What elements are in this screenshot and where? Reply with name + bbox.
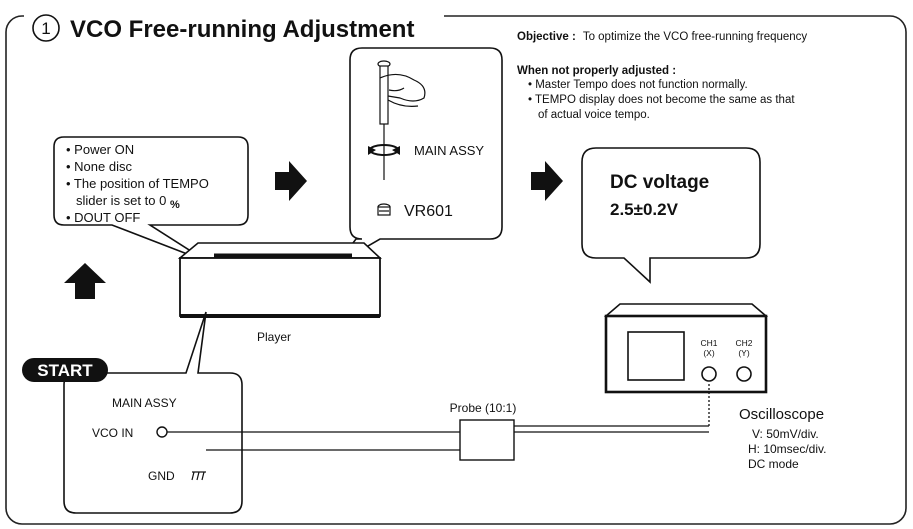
percent-sign: % — [170, 199, 180, 211]
adjust-control-label: VR601 — [404, 203, 453, 220]
condition-item: • DOUT OFF — [66, 210, 140, 225]
main-assy-title: MAIN ASSY — [112, 396, 177, 410]
result-line-1: DC voltage — [610, 172, 709, 193]
condition-item: • Power ON — [66, 142, 134, 157]
oscilloscope-setting: DC mode — [748, 457, 799, 471]
right-arrow-icon — [275, 161, 307, 201]
step-number-circle — [32, 14, 60, 42]
not-adjusted-item: • TEMPO display does not become the same… — [528, 94, 795, 106]
condition-item: slider is set to 0 % — [76, 193, 180, 211]
adjust-board-label: MAIN ASSY — [414, 143, 484, 158]
ch1-sub-label: (X) — [703, 348, 715, 358]
not-adjusted-label: When not properly adjusted : — [517, 65, 676, 77]
right-arrow-icon — [531, 161, 563, 201]
condition-slider-text: slider is set to 0 — [76, 193, 166, 208]
rotation-icon — [368, 144, 400, 156]
result-line-2: 2.5±0.2V — [610, 200, 679, 219]
condition-item: • The position of TEMPO — [66, 176, 209, 191]
oscilloscope-setting: H: 10msec/div. — [748, 442, 826, 456]
page-title: VCO Free-running Adjustment — [70, 16, 414, 43]
potentiometer-icon — [377, 203, 391, 216]
player-device — [177, 242, 383, 318]
result-callout — [581, 147, 761, 284]
vco-in-label: VCO IN — [92, 426, 133, 440]
start-label: START — [37, 361, 93, 380]
ch2-sub-label: (Y) — [738, 348, 750, 358]
oscilloscope-setting: V: 50mV/div. — [752, 427, 819, 441]
not-adjusted-item: of actual voice tempo. — [538, 109, 650, 121]
player-label: Player — [257, 330, 291, 344]
title-backdrop — [24, 4, 444, 34]
ground-icon — [191, 471, 206, 481]
oscilloscope-label: Oscilloscope — [739, 406, 824, 423]
objective-line: Objective : To optimize the VCO free-run… — [517, 31, 807, 43]
ch2-connector — [736, 366, 752, 382]
ch2-label: CH2 — [735, 338, 752, 348]
probe-label: Probe (10:1) — [450, 401, 517, 415]
oscilloscope-device — [603, 303, 769, 394]
probe-cable — [167, 382, 710, 451]
ch1-label: CH1 — [700, 338, 717, 348]
not-adjusted-item: • Master Tempo does not function normall… — [528, 79, 748, 91]
step-number: 1 — [41, 19, 50, 38]
objective-text: To optimize the VCO free-running frequen… — [583, 31, 808, 43]
gnd-label: GND — [148, 469, 175, 483]
screwdriver-icon — [377, 60, 426, 180]
start-badge — [22, 358, 108, 382]
up-arrow-icon — [64, 263, 106, 299]
condition-item: • None disc — [66, 159, 132, 174]
scope-screen — [627, 331, 685, 381]
objective-label: Objective : — [517, 31, 576, 43]
outer-frame — [5, 15, 907, 525]
conditions-callout — [53, 136, 249, 263]
probe-box — [459, 419, 515, 461]
ch1-connector — [701, 366, 717, 382]
vco-in-test-point — [156, 426, 168, 438]
